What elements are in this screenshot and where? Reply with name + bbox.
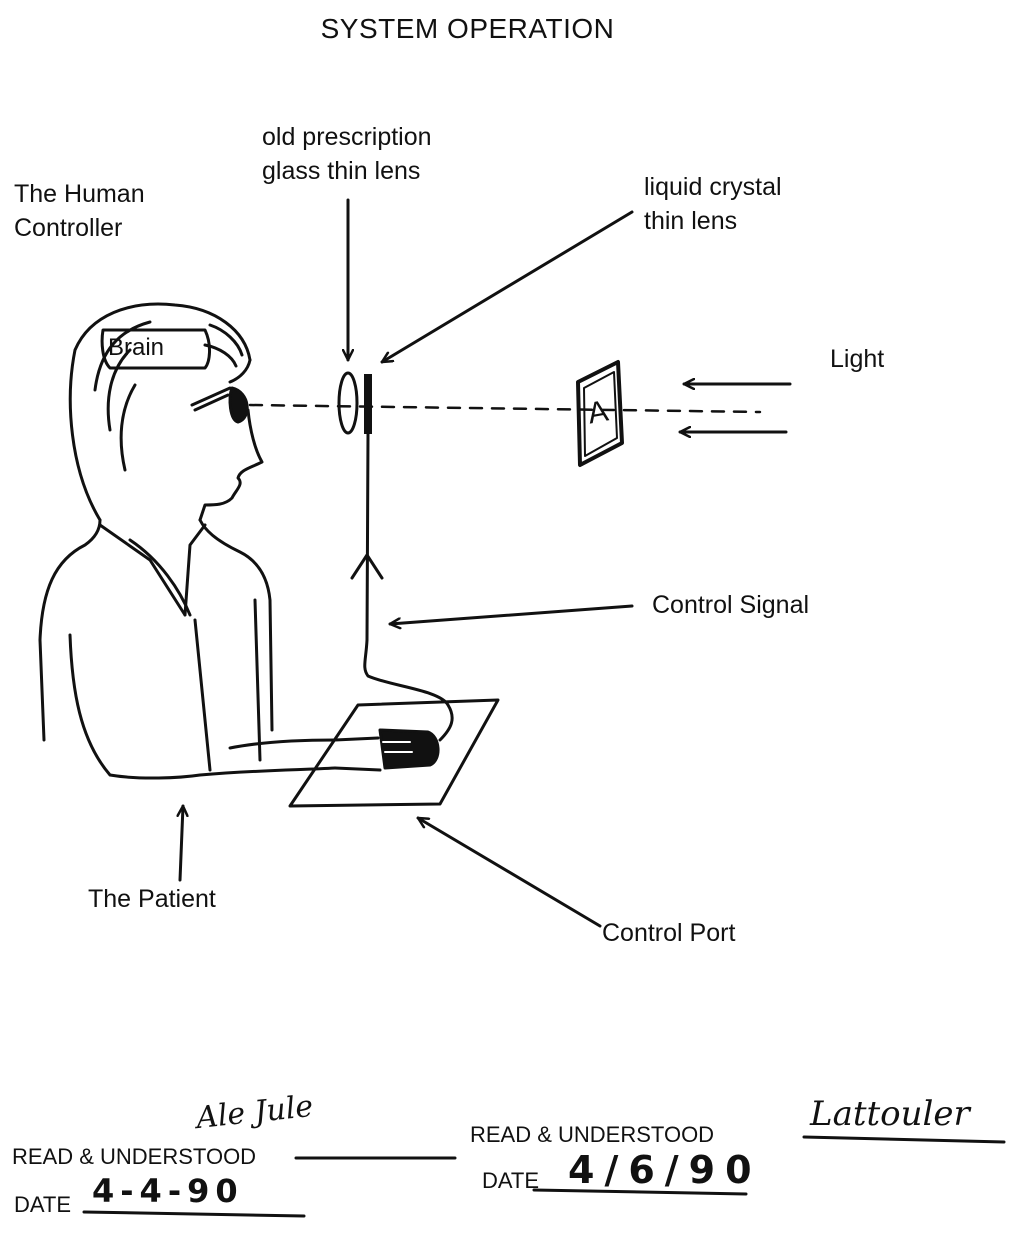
right-date-value: 4/6/90 — [568, 1148, 762, 1192]
target-card — [576, 360, 624, 467]
patient-label: The Patient — [88, 885, 216, 913]
patient-pointer — [180, 804, 183, 882]
lc-lens-shape — [364, 374, 372, 434]
right-read-understood: READ & UNDERSTOOD — [470, 1122, 715, 1147]
control-port-pointer — [416, 816, 602, 928]
wire-arrow — [350, 553, 384, 580]
control-port-label: Control Port — [602, 919, 736, 947]
old-lens-label: old prescription glass thin lens — [262, 123, 432, 185]
diagram-title: SYSTEM OPERATION — [320, 13, 615, 44]
human-controller-label: The Human Controller — [14, 180, 145, 242]
right-signature-underline — [802, 1135, 1006, 1144]
brain-outline — [100, 328, 211, 370]
left-read-understood: READ & UNDERSTOOD — [12, 1144, 257, 1169]
control-signal-pointer — [388, 604, 634, 624]
lc-lens-label: liquid crystal thin lens — [644, 173, 782, 235]
left-date-label: DATE — [14, 1192, 72, 1217]
optical-axis — [248, 403, 762, 414]
right-date-line — [532, 1188, 748, 1196]
old-lens-shape — [337, 371, 359, 435]
right-signature: Lattouler — [810, 1094, 970, 1134]
right-date-label: DATE — [482, 1168, 540, 1193]
control-signal-label: Control Signal — [652, 591, 810, 619]
patient-figure — [38, 302, 440, 780]
light-label: Light — [830, 345, 885, 373]
left-date-line — [82, 1210, 306, 1218]
control-port-shape — [288, 698, 500, 808]
brain-label: Brain — [108, 334, 165, 361]
control-signal-wire — [363, 432, 454, 742]
left-date-value: 4-4-90 — [92, 1172, 244, 1210]
lc-lens-pointer — [380, 210, 634, 364]
